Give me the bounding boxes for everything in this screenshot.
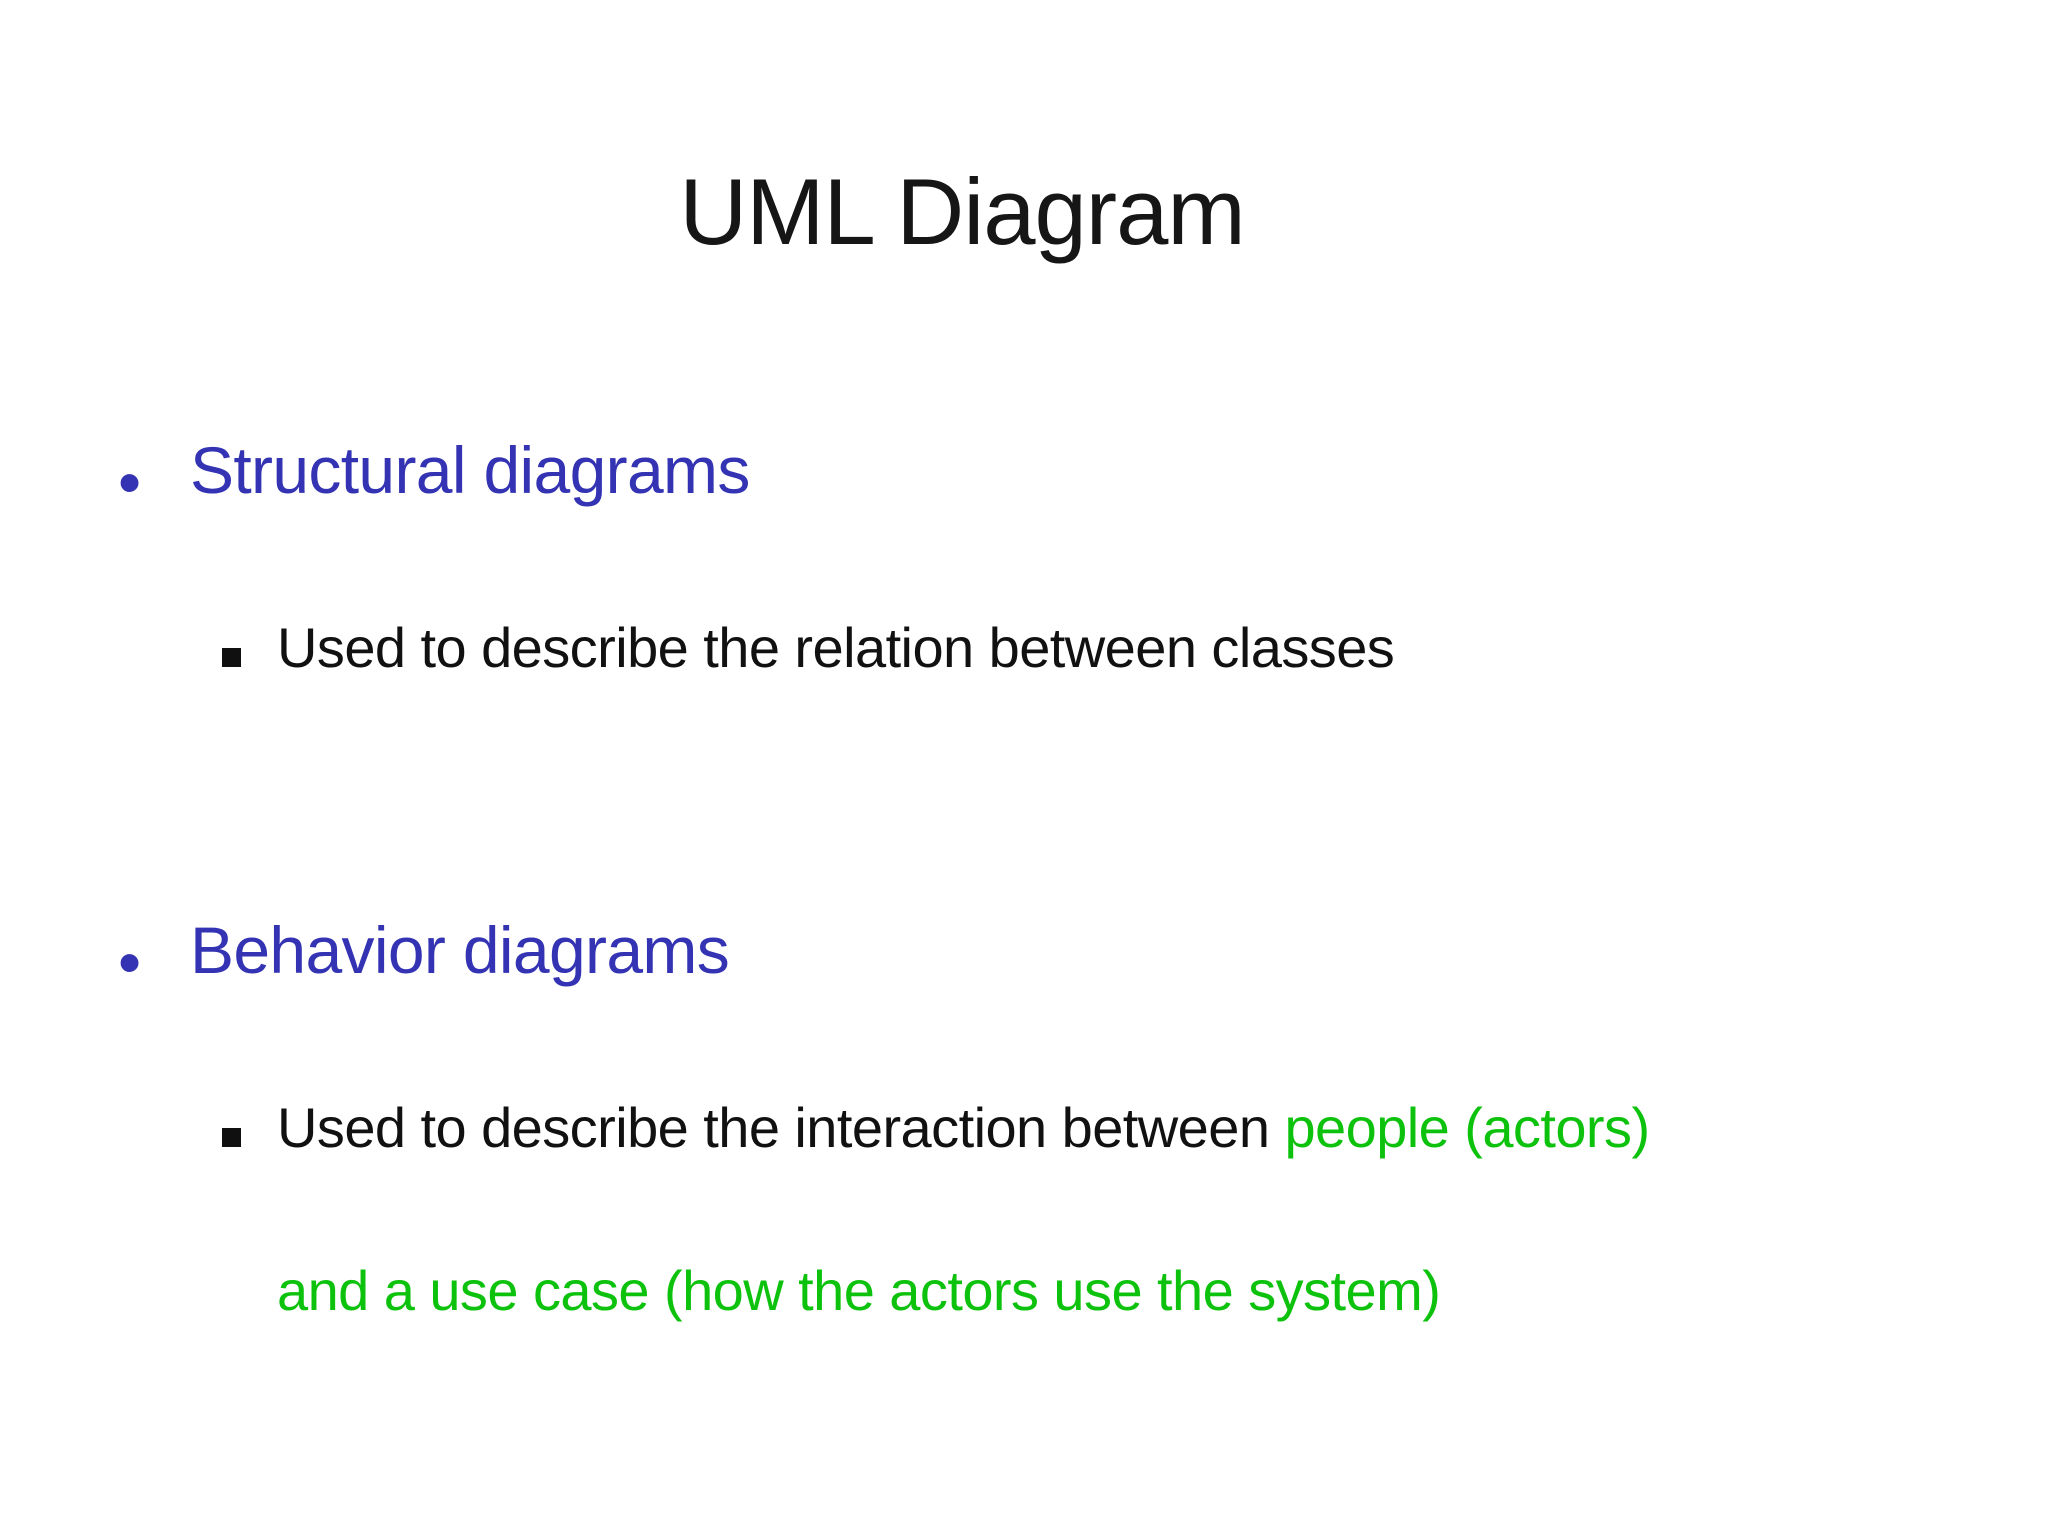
bullet-glyph-box: •	[118, 912, 190, 999]
sub-bullet-text: Used to describe the relation between cl…	[277, 616, 1395, 679]
round-bullet-icon: •	[118, 924, 141, 999]
sub-bullet-text-green-segment: people (actors)	[1284, 1096, 1650, 1159]
bullet-glyph-box	[222, 615, 277, 681]
square-bullet-icon	[222, 648, 241, 667]
sub-bullet-text-line1: Used to describe the interaction between…	[277, 1095, 1650, 1161]
square-bullet-icon	[222, 1128, 241, 1147]
bullet-item-structural: • Structural diagrams	[118, 432, 750, 519]
bullet-glyph-box: •	[118, 432, 190, 519]
sub-bullet-text-line2: and a use case (how the actors use the s…	[277, 1259, 1441, 1322]
bullet-glyph-box	[222, 1095, 277, 1161]
sub-bullet-text-black-segment: Used to describe the interaction between	[277, 1096, 1285, 1159]
sub-bullet-item-interaction-line1: Used to describe the interaction between…	[222, 1095, 1650, 1161]
bullet-item-behavior: • Behavior diagrams	[118, 912, 730, 999]
sub-bullet-item-interaction-line2: and a use case (how the actors use the s…	[277, 1258, 1441, 1324]
round-bullet-icon: •	[118, 444, 141, 519]
bullet-label-structural: Structural diagrams	[190, 433, 750, 507]
slide-title: UML Diagram	[679, 159, 1245, 264]
bullet-label-behavior: Behavior diagrams	[190, 913, 730, 987]
sub-bullet-item-relation: Used to describe the relation between cl…	[222, 615, 1395, 681]
